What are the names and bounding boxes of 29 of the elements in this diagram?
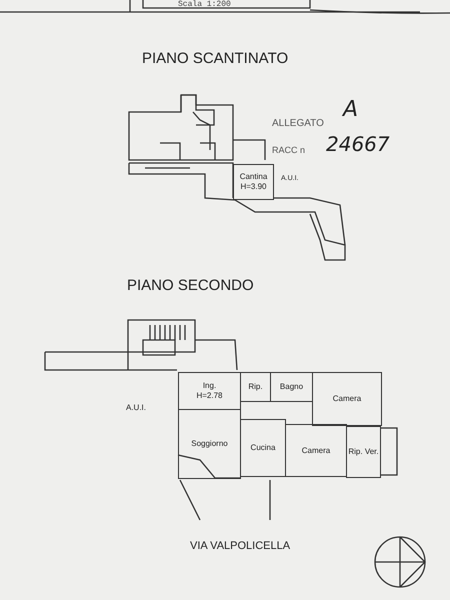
room-label: Rip.: [248, 382, 263, 392]
handwritten-number: 24667: [326, 132, 390, 156]
room-label: Camera: [302, 446, 330, 456]
room-label: Ing.: [202, 381, 216, 391]
room-label: Cantina: [240, 172, 268, 182]
room-outline: [312, 372, 382, 426]
section-title: PIANO SCANTINATO: [142, 50, 288, 67]
room-outline: [240, 419, 286, 477]
room-label: Camera: [332, 394, 362, 404]
street-name: VIA VALPOLICELLA: [190, 540, 290, 552]
section-title: PIANO SECONDO: [127, 277, 254, 294]
room-label: H=3.90: [240, 182, 267, 192]
room-label: H=2.78: [196, 391, 223, 401]
room-outline: [233, 164, 274, 200]
stamp-text: ALLEGATO: [272, 118, 324, 129]
room-outline: [178, 409, 241, 479]
room-outline: [346, 426, 381, 478]
room-label: Soggiorno: [191, 439, 228, 449]
handwritten-letter: A: [343, 97, 358, 122]
room-outline: [240, 372, 271, 402]
room-outline: [178, 372, 241, 410]
room-outline: [270, 372, 313, 402]
room-label: Bagno: [280, 382, 304, 392]
area-label: A.U.I.: [126, 403, 146, 412]
scale-note: Scala 1:200: [178, 0, 231, 9]
room-label: Rip. Ver.: [348, 447, 379, 457]
room-outline: [285, 424, 347, 477]
stamp-text: RACC n: [272, 145, 306, 155]
room-label: Cucina: [250, 443, 276, 453]
